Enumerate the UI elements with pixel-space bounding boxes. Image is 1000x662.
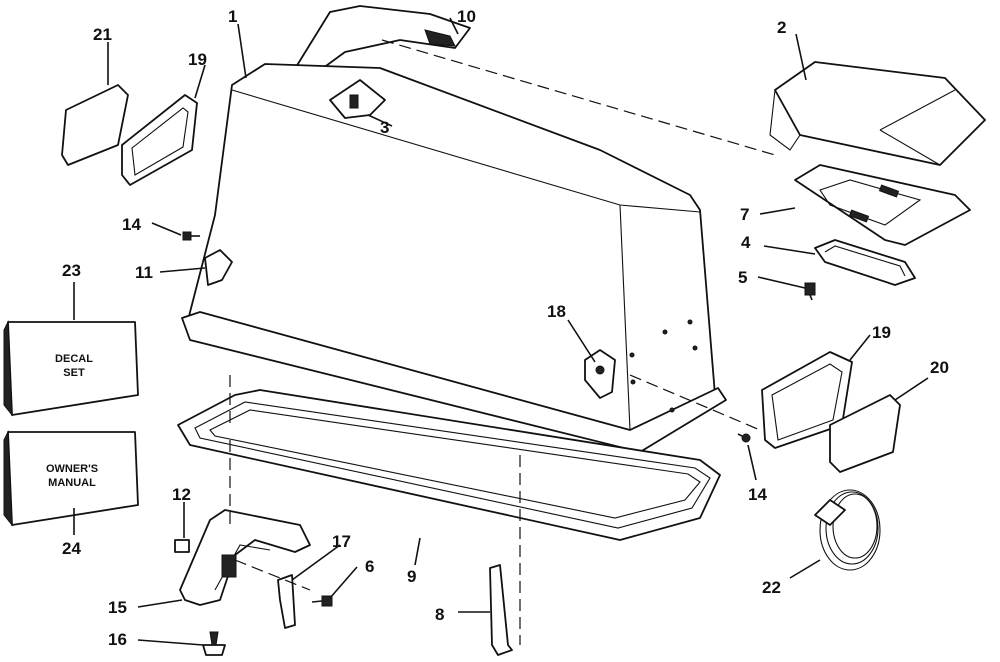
callout-numbers: 1 2 3 4 5 6 7 8 9 10 11 12 14 14 15 16 1… <box>62 7 949 649</box>
part-14-screw-right <box>737 433 751 443</box>
callout-20: 20 <box>930 358 949 377</box>
decal-set-label-line2: SET <box>63 367 85 379</box>
part-21-plate <box>61 84 129 166</box>
part-14-screw-left <box>182 231 200 241</box>
part-24-owners-manual-box: OWNER'S MANUAL <box>3 430 139 527</box>
callout-18: 18 <box>547 302 566 321</box>
callout-10: 10 <box>457 7 476 26</box>
callout-5: 5 <box>738 268 747 287</box>
part-16-bumper <box>202 631 226 656</box>
part-8-strap <box>489 564 513 656</box>
callout-12: 12 <box>172 485 191 504</box>
part-17-clip <box>277 574 296 629</box>
callout-14-right: 14 <box>748 485 767 504</box>
callout-16: 16 <box>108 630 127 649</box>
callout-24: 24 <box>62 539 81 558</box>
callout-9: 9 <box>407 567 416 586</box>
part-19-frame-left <box>121 94 198 186</box>
callout-15: 15 <box>108 598 127 617</box>
part-2-cover <box>769 61 986 166</box>
callout-14-left: 14 <box>122 215 141 234</box>
callout-3: 3 <box>380 118 389 137</box>
owners-manual-label-line1: OWNER'S <box>46 463 98 475</box>
callout-19-right: 19 <box>872 323 891 342</box>
part-4-seal <box>814 239 916 286</box>
owners-manual-label-line2: MANUAL <box>48 477 96 489</box>
part-7-gasket-plate <box>794 164 971 246</box>
part-11-latch <box>204 249 233 286</box>
callout-19-left: 19 <box>188 50 207 69</box>
callout-8: 8 <box>435 605 444 624</box>
callout-17: 17 <box>332 532 351 551</box>
decal-set-label-line1: DECAL <box>55 353 93 365</box>
callout-11: 11 <box>135 263 153 282</box>
callout-4: 4 <box>741 233 751 252</box>
part-6-screw <box>311 595 333 607</box>
part-5-screw <box>804 282 816 301</box>
part-10-decal <box>424 29 456 47</box>
part-9-lower-gasket <box>177 389 721 541</box>
part-12-clip <box>174 539 190 553</box>
part-22-cable <box>814 489 881 571</box>
callout-2: 2 <box>777 18 786 37</box>
part-15-bracket <box>179 509 311 606</box>
part-23-decal-set-box: DECAL SET <box>3 320 139 417</box>
callout-7: 7 <box>740 205 749 224</box>
motor-cover <box>181 5 727 453</box>
alignment-dashes <box>229 39 776 645</box>
callout-21: 21 <box>93 25 112 44</box>
callout-6: 6 <box>365 557 374 576</box>
callout-23: 23 <box>62 261 81 280</box>
callout-22: 22 <box>762 578 781 597</box>
part-3-bracket <box>329 79 386 119</box>
callout-1: 1 <box>228 7 237 26</box>
leader-lines <box>73 17 929 646</box>
part-20-plate <box>829 394 901 473</box>
